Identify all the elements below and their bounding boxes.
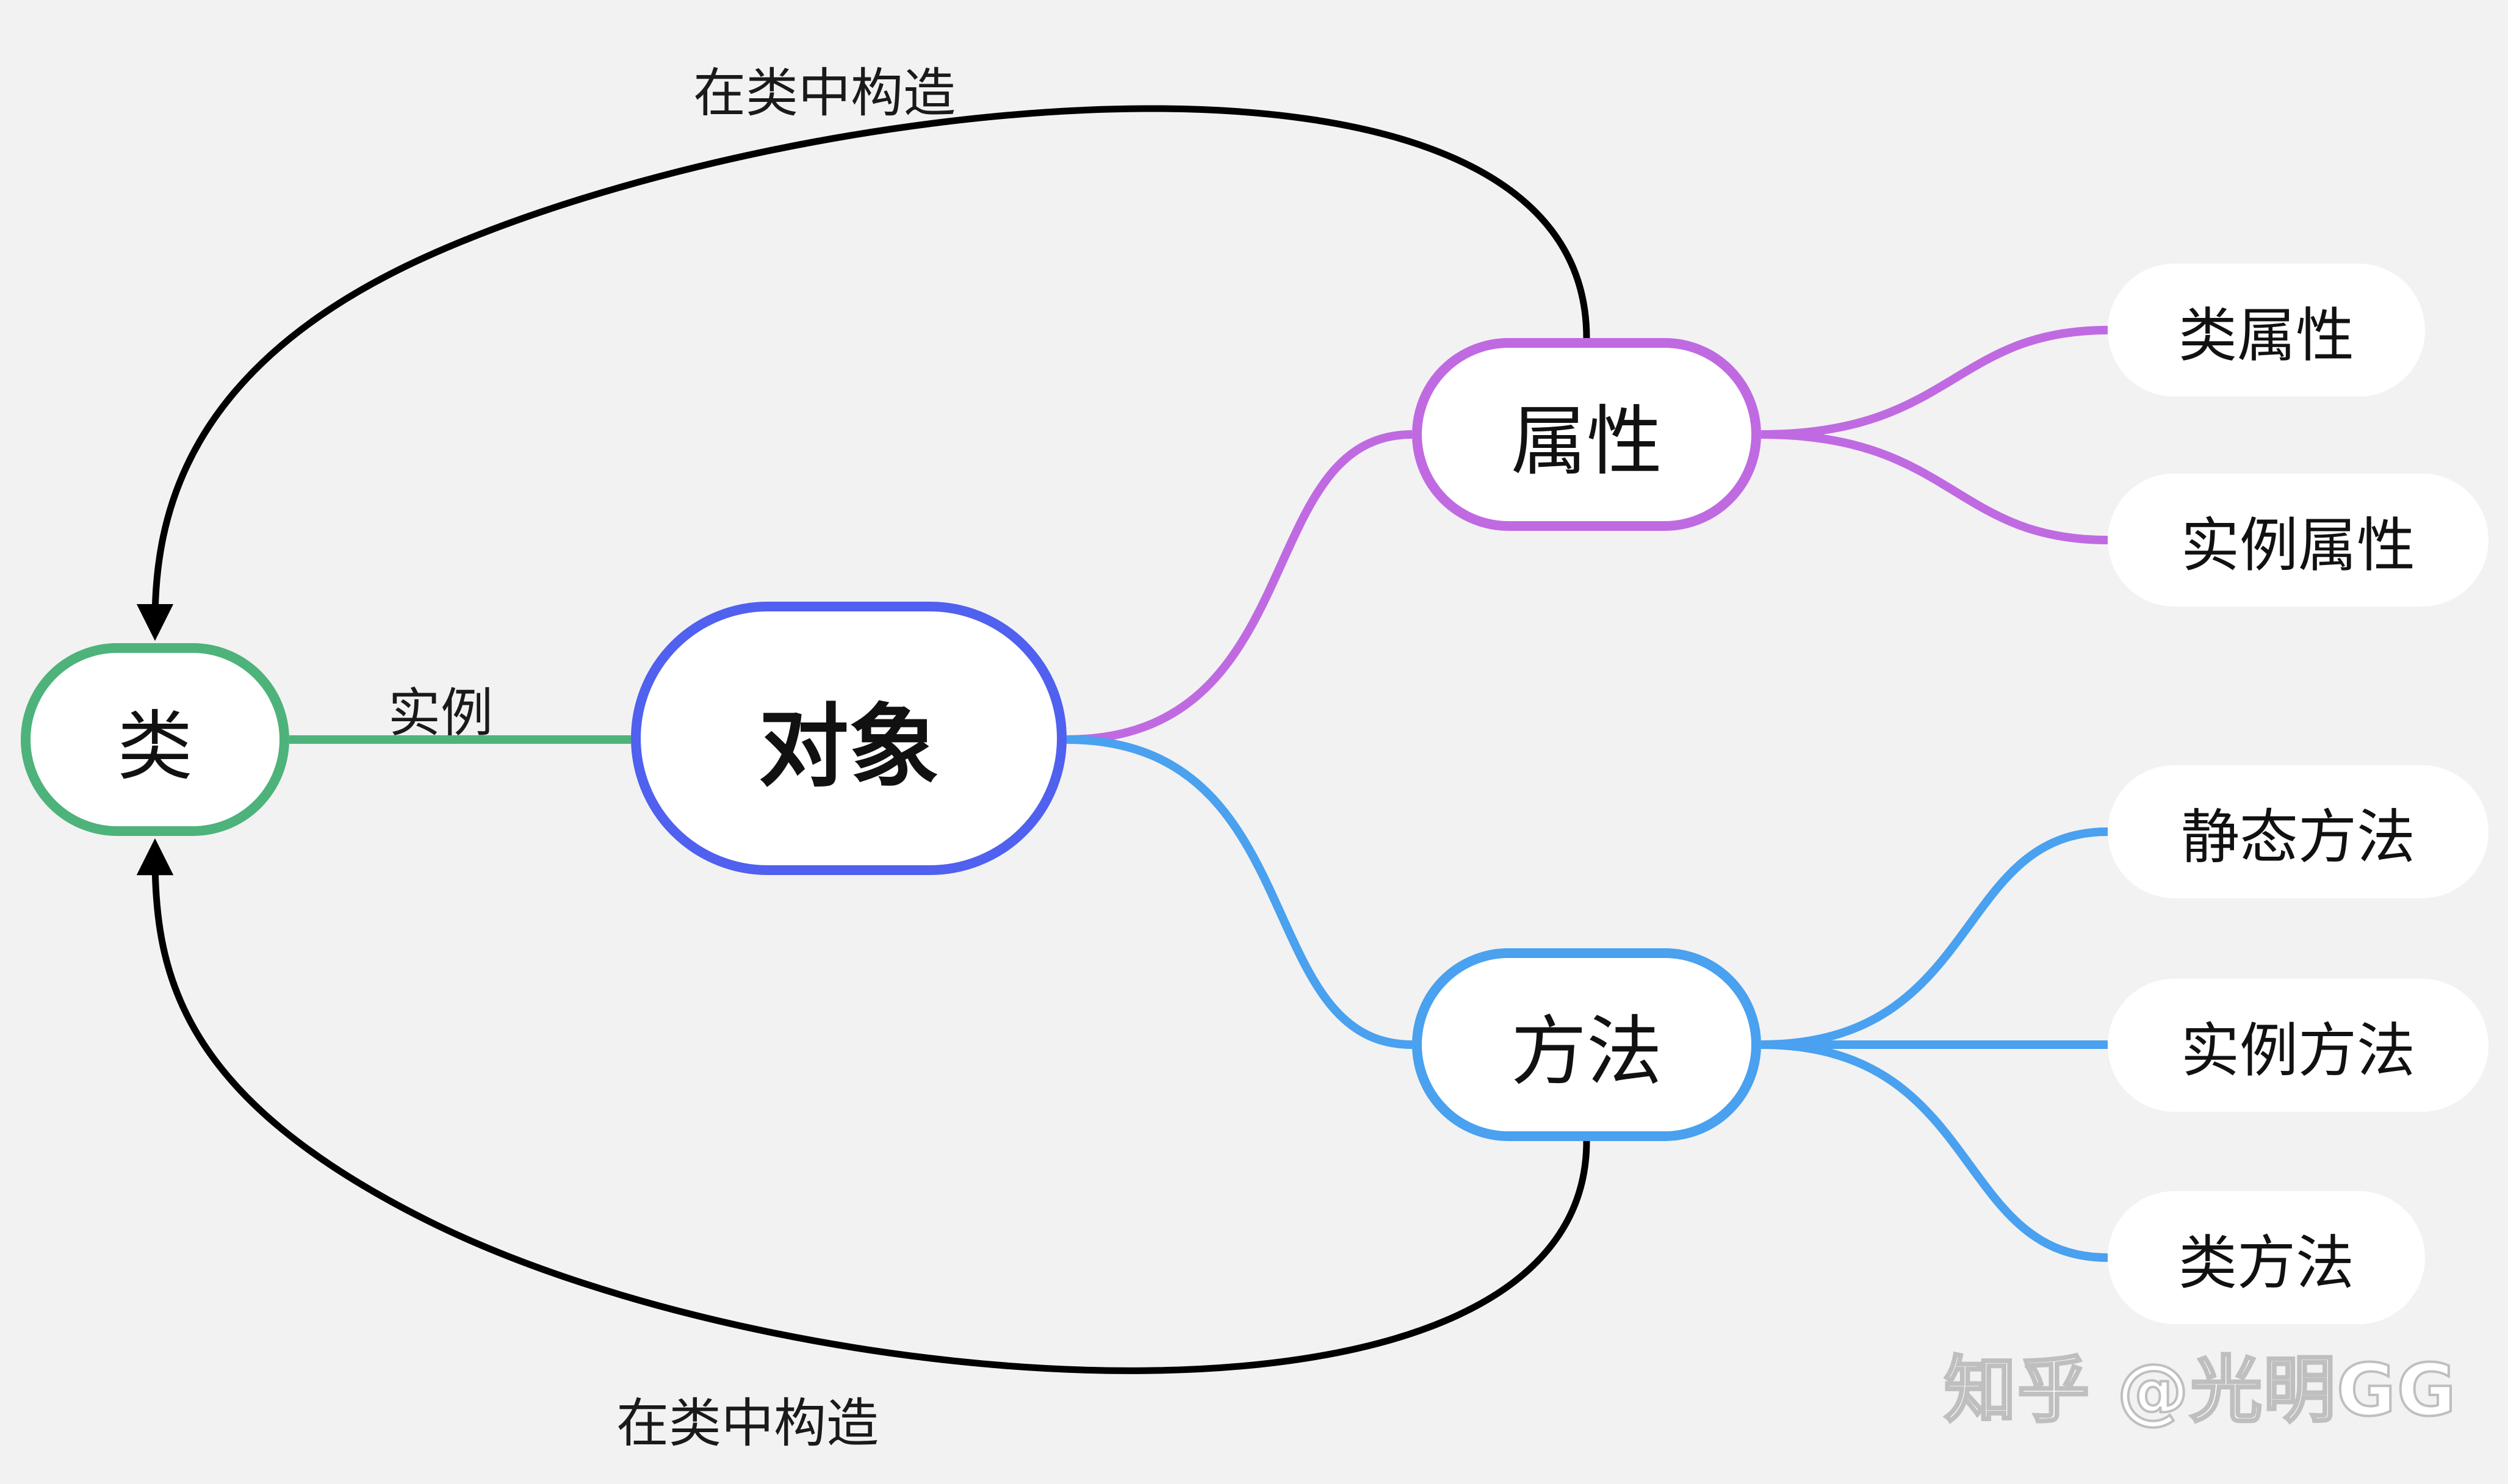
arrow-attributes-to-class <box>136 105 1590 641</box>
node-attributes-label: 属性 <box>1510 398 1662 486</box>
node-object-label: 对象 <box>759 694 939 799</box>
leaf-static-method[interactable]: 静态方法 <box>2108 765 2488 898</box>
connector-attributes-to-instance-attribute <box>1760 430 2108 544</box>
connector-methods-to-class-method <box>1760 1040 2108 1262</box>
node-class[interactable]: 类 <box>21 643 289 836</box>
node-class-label: 类 <box>117 703 193 791</box>
leaf-class-method[interactable]: 类方法 <box>2108 1191 2425 1324</box>
edge-label-construct-top: 在类中构造 <box>693 63 956 124</box>
node-attributes[interactable]: 属性 <box>1412 338 1761 531</box>
leaf-class-attribute[interactable]: 类属性 <box>2108 264 2425 397</box>
edge-label-instance: 实例 <box>388 683 493 744</box>
leaf-instance-method[interactable]: 实例方法 <box>2108 979 2488 1112</box>
edge-label-construct-bottom: 在类中构造 <box>616 1393 879 1454</box>
connector-methods-to-static-method <box>1760 827 2108 1049</box>
watermark: 知乎 @光明GG <box>1943 1347 2457 1433</box>
leaf-instance-attribute-label: 实例属性 <box>2181 511 2415 580</box>
leaf-class-method-label: 类方法 <box>2178 1228 2354 1297</box>
leaf-instance-method-label: 实例方法 <box>2181 1016 2415 1085</box>
arrow-methods-to-class <box>136 838 1590 1374</box>
connector-attributes-to-class-attribute <box>1760 326 2108 439</box>
node-methods[interactable]: 方法 <box>1412 948 1761 1141</box>
leaf-class-attribute-label: 类属性 <box>2178 301 2354 370</box>
connector-object-to-methods <box>1066 735 1413 1049</box>
node-object[interactable]: 对象 <box>631 602 1067 875</box>
leaf-instance-attribute[interactable]: 实例属性 <box>2108 474 2488 607</box>
leaf-static-method-label: 静态方法 <box>2181 802 2415 871</box>
node-methods-label: 方法 <box>1510 1008 1662 1096</box>
connector-object-to-attributes <box>1066 430 1413 744</box>
